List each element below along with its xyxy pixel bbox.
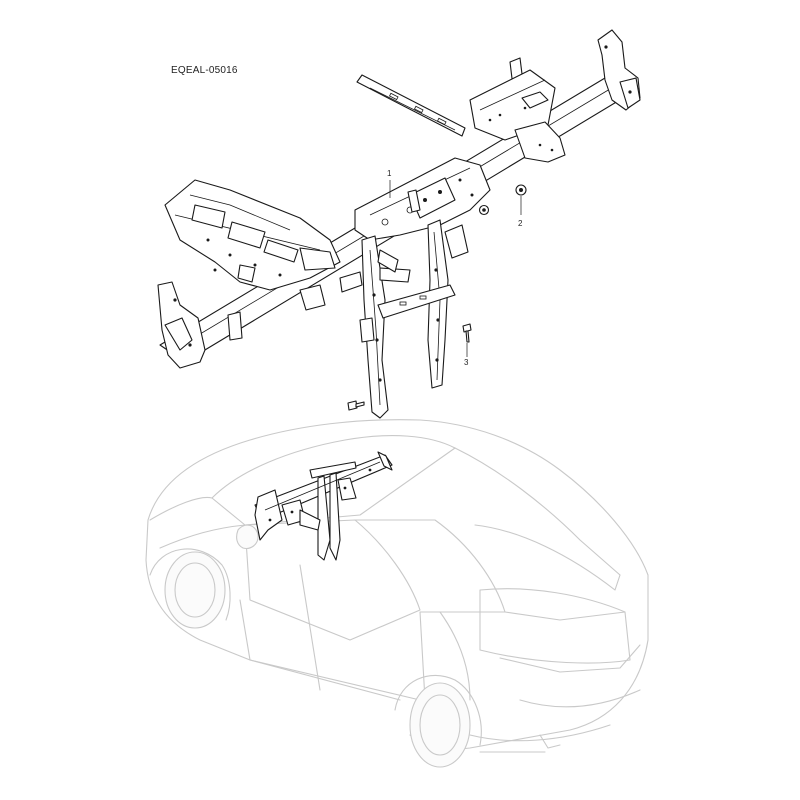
callout-2: 2 xyxy=(518,196,523,228)
fastener-nut-2 xyxy=(515,184,527,196)
fastener-bolt-3b xyxy=(347,400,365,411)
callout-1: 1 xyxy=(387,169,392,198)
crossmember-location-view xyxy=(254,451,393,561)
callout-3-label: 3 xyxy=(464,358,469,367)
leg-connector-bracket xyxy=(377,284,456,319)
diagram-code: EQEAL-05016 xyxy=(171,65,238,76)
callout-1-label: 1 xyxy=(387,169,392,178)
crossmember-assembly xyxy=(157,29,641,419)
callout-2-label: 2 xyxy=(518,219,523,228)
fastener-nut-2b xyxy=(478,204,490,216)
vehicle-outline xyxy=(145,419,649,768)
fastener-bolt-3 xyxy=(462,323,472,343)
callout-3: 3 xyxy=(464,343,469,367)
